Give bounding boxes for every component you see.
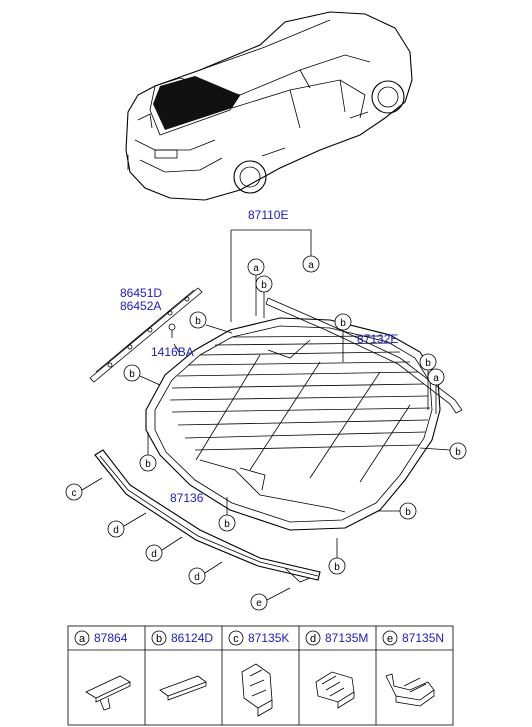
svg-text:87135N: 87135N xyxy=(402,631,444,645)
callout-d: d xyxy=(145,544,163,562)
car-illustration xyxy=(125,11,413,201)
legend-table: a 87864 b 86124D c 87135K d 87135M e 871… xyxy=(67,625,454,726)
callout-b: b xyxy=(449,442,467,460)
callout-b: b xyxy=(123,364,141,382)
label-87110E: 87110E xyxy=(248,208,288,222)
svg-text:c: c xyxy=(72,488,77,499)
lower-moulding xyxy=(94,449,321,583)
svg-text:b: b xyxy=(129,369,135,380)
callout-b: b xyxy=(139,454,157,472)
svg-text:a: a xyxy=(308,260,314,271)
svg-text:b: b xyxy=(455,447,461,458)
callout-e: e xyxy=(250,593,268,611)
svg-text:b: b xyxy=(145,459,151,470)
callout-a: a xyxy=(302,255,320,273)
svg-text:b: b xyxy=(195,316,201,327)
callout-a: a xyxy=(427,368,445,386)
svg-text:c: c xyxy=(233,633,239,645)
svg-text:b: b xyxy=(425,358,431,369)
callout-b: b xyxy=(255,275,273,293)
callout-d: d xyxy=(107,520,125,538)
label-87136: 87136 xyxy=(170,491,204,505)
svg-text:e: e xyxy=(387,633,393,645)
callout-b: b xyxy=(189,311,207,329)
callout-b: b xyxy=(419,353,437,371)
callout-b: b xyxy=(328,557,346,575)
legend-cell-d: d 87135M xyxy=(305,630,368,646)
legend-cell-e: e 87135N xyxy=(382,630,444,646)
clip-87135N-icon xyxy=(385,673,435,707)
callout-c: c xyxy=(65,483,83,501)
tape-86124D-icon xyxy=(159,675,207,701)
svg-text:d: d xyxy=(310,633,316,645)
svg-text:87135K: 87135K xyxy=(248,631,289,645)
svg-text:d: d xyxy=(194,572,200,583)
callout-d: d xyxy=(188,567,206,585)
svg-text:d: d xyxy=(151,549,157,560)
defroster-lines xyxy=(169,335,431,483)
rear-glass xyxy=(145,317,441,531)
clip-87864-icon xyxy=(85,675,131,711)
svg-text:a: a xyxy=(253,263,259,274)
label-87132E: 87132E xyxy=(357,332,398,346)
svg-text:b: b xyxy=(340,318,346,329)
callout-b: b xyxy=(399,502,417,520)
label-86451D: 86451D xyxy=(120,286,162,300)
svg-text:a: a xyxy=(433,373,439,384)
svg-text:b: b xyxy=(261,280,267,291)
clip-87135K-icon xyxy=(241,663,273,717)
svg-text:d: d xyxy=(113,525,119,536)
label-1416BA: 1416BA xyxy=(151,345,194,359)
side-garnish xyxy=(89,287,203,383)
svg-text:b: b xyxy=(156,633,162,645)
callout-a: a xyxy=(247,258,265,276)
svg-text:87135M: 87135M xyxy=(325,631,368,645)
legend-cell-c: c 87135K xyxy=(228,630,289,646)
legend-cell-a: a 87864 xyxy=(74,630,128,646)
callout-b: b xyxy=(218,514,236,532)
callout-b: b xyxy=(334,313,352,331)
svg-text:b: b xyxy=(334,562,340,573)
svg-text:e: e xyxy=(256,598,262,609)
svg-text:a: a xyxy=(79,633,86,645)
top-moulding xyxy=(265,297,463,414)
svg-text:b: b xyxy=(224,519,230,530)
legend-cell-b: b 86124D xyxy=(151,630,213,646)
svg-text:b: b xyxy=(405,507,411,518)
svg-text:86124D: 86124D xyxy=(171,631,213,645)
svg-text:87864: 87864 xyxy=(94,631,128,645)
clip-87135M-icon xyxy=(315,671,355,709)
label-86452A: 86452A xyxy=(120,299,161,313)
